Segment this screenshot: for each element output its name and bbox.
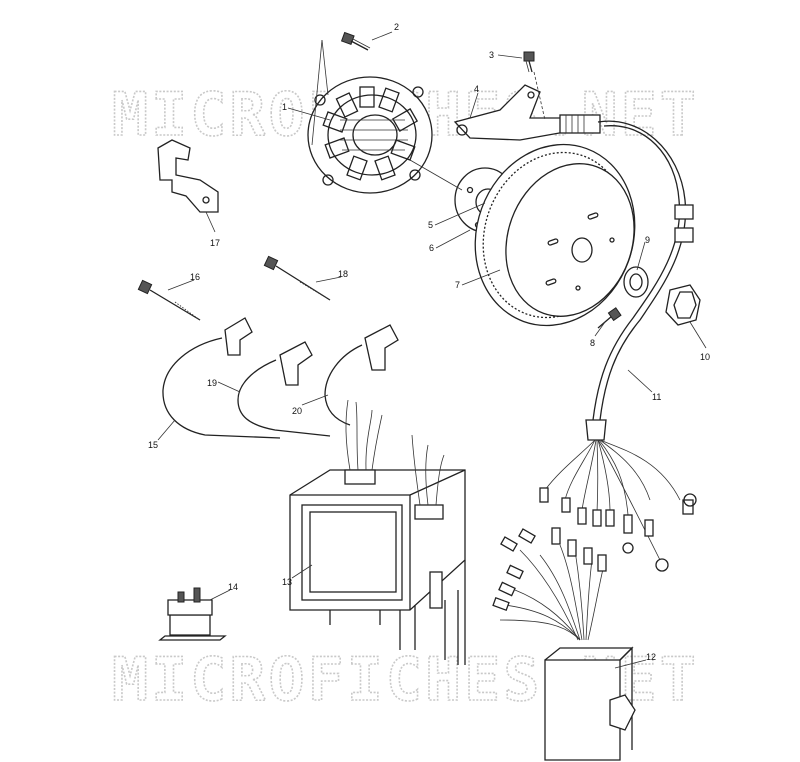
leader-lines — [157, 31, 707, 669]
callout-8: 8 — [590, 338, 595, 348]
callout-11: 11 — [652, 392, 661, 402]
part-bolt-16[interactable] — [137, 279, 201, 321]
part-bolt-18[interactable] — [263, 255, 331, 301]
callout-19: 19 — [207, 378, 217, 388]
part-stator[interactable] — [307, 76, 433, 194]
callout-14: 14 — [228, 582, 238, 592]
part-cdi-box[interactable] — [289, 399, 466, 665]
callout-12: 12 — [646, 652, 656, 662]
callout-3: 3 — [489, 50, 494, 60]
part-ht-lead-1[interactable] — [162, 317, 281, 439]
part-wire-harness[interactable] — [539, 120, 697, 572]
callout-2: 2 — [394, 22, 399, 32]
part-washer[interactable] — [623, 266, 649, 298]
part-bracket-17[interactable] — [157, 139, 219, 213]
callout-20: 20 — [292, 406, 302, 416]
part-ht-lead-3[interactable] — [324, 324, 399, 426]
part-harness-connector[interactable] — [492, 527, 636, 761]
part-stator-screw[interactable] — [340, 31, 371, 51]
callout-13: 13 — [282, 577, 292, 587]
part-nut[interactable] — [665, 284, 701, 326]
part-flywheel[interactable] — [450, 122, 660, 348]
part-solenoid[interactable] — [158, 587, 227, 641]
part-flywheel-bolt[interactable] — [597, 307, 622, 329]
callout-15: 15 — [148, 440, 158, 450]
callout-18: 18 — [338, 269, 348, 279]
callout-6: 6 — [429, 243, 434, 253]
callout-1: 1 — [282, 102, 287, 112]
callout-9: 9 — [645, 235, 650, 245]
callout-17: 17 — [210, 238, 220, 248]
callout-10: 10 — [700, 352, 710, 362]
part-bracket-screw[interactable] — [523, 51, 535, 73]
callout-4: 4 — [474, 84, 479, 94]
callout-16: 16 — [190, 272, 200, 282]
callout-labels: 1 2 3 4 5 6 7 8 9 10 11 12 13 14 15 16 1… — [148, 22, 710, 662]
callout-7: 7 — [455, 280, 460, 290]
callout-5: 5 — [428, 220, 433, 230]
part-ht-lead-2[interactable] — [237, 341, 331, 437]
part-wire-bracket[interactable] — [453, 84, 601, 141]
